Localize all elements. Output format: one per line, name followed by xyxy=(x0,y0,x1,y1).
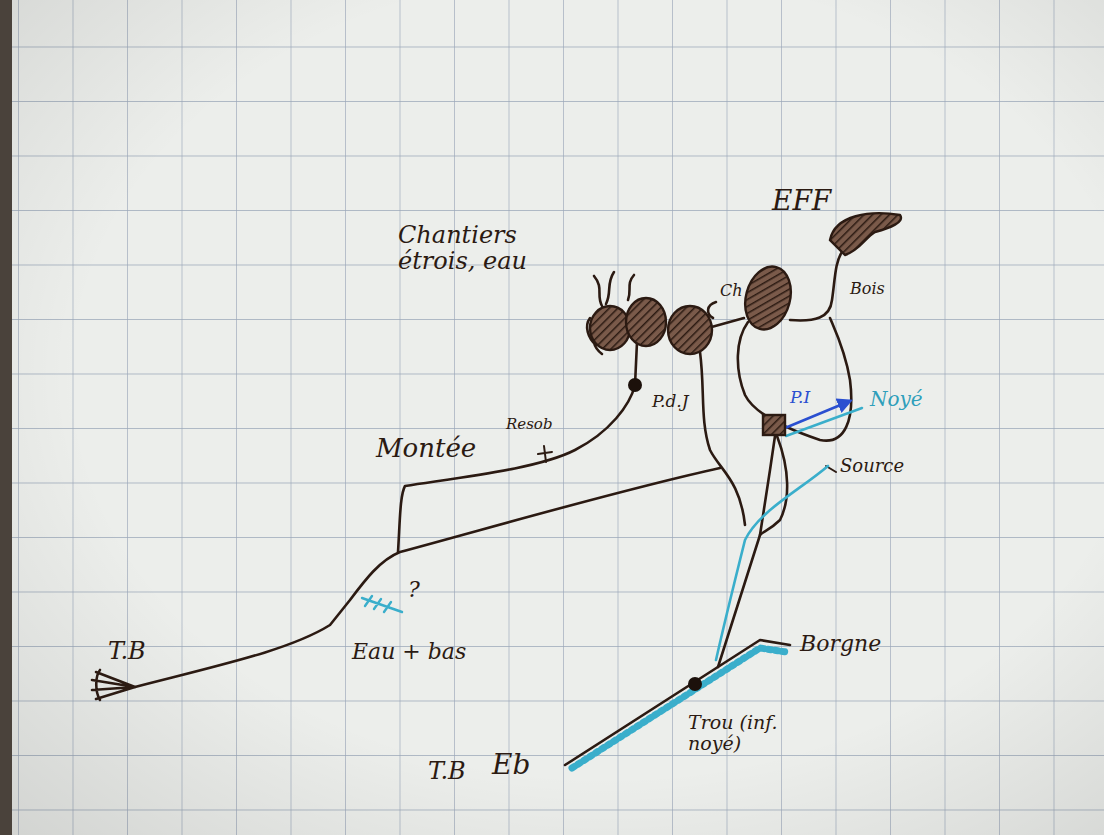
map-label: P.d.J xyxy=(652,392,689,411)
map-label: T.B xyxy=(108,638,146,664)
cave-passages xyxy=(738,318,851,441)
map-label: EFF xyxy=(772,186,831,217)
map-label: Ch xyxy=(720,282,743,300)
map-label: Bois xyxy=(850,280,885,298)
map-label: Noyé xyxy=(870,388,923,410)
hatched-chambers xyxy=(738,261,797,334)
hatched-chambers xyxy=(590,306,630,350)
hatched-chambers xyxy=(590,213,901,435)
map-label: Borgne xyxy=(800,632,881,656)
points xyxy=(628,378,702,691)
points xyxy=(688,677,702,691)
map-label: ? xyxy=(408,578,420,602)
map-label: P.I xyxy=(790,388,810,407)
hatched-chambers xyxy=(668,306,712,354)
water xyxy=(362,596,402,612)
cave-passages xyxy=(718,436,775,667)
map-label: Chantiers étrois, eau xyxy=(398,222,538,275)
map-label: Source xyxy=(840,456,904,476)
cave-passages xyxy=(790,252,842,320)
cave-passages xyxy=(135,468,720,687)
map-label: Trou (inf. noyé) xyxy=(688,712,813,754)
cave-passages xyxy=(92,252,851,765)
cave-passages xyxy=(708,318,744,328)
cave-passages xyxy=(708,302,716,318)
map-label: Eau + bas xyxy=(352,640,466,664)
cave-passages xyxy=(398,385,635,552)
points xyxy=(628,378,642,392)
cave-passages xyxy=(760,436,787,535)
water xyxy=(362,401,862,768)
water xyxy=(572,648,786,768)
paper xyxy=(0,0,12,835)
water xyxy=(716,466,828,660)
map-label: Montée xyxy=(376,434,476,463)
map-label: Resob xyxy=(506,416,553,433)
map-label: Eb xyxy=(492,750,530,781)
cave-passages xyxy=(538,446,552,462)
hatched-chambers xyxy=(626,298,666,346)
cave-passages xyxy=(700,352,745,525)
map-label: T.B xyxy=(428,758,466,784)
hatched-chambers xyxy=(763,415,785,435)
hatched-chambers xyxy=(830,213,901,255)
cave-passages xyxy=(92,670,135,700)
